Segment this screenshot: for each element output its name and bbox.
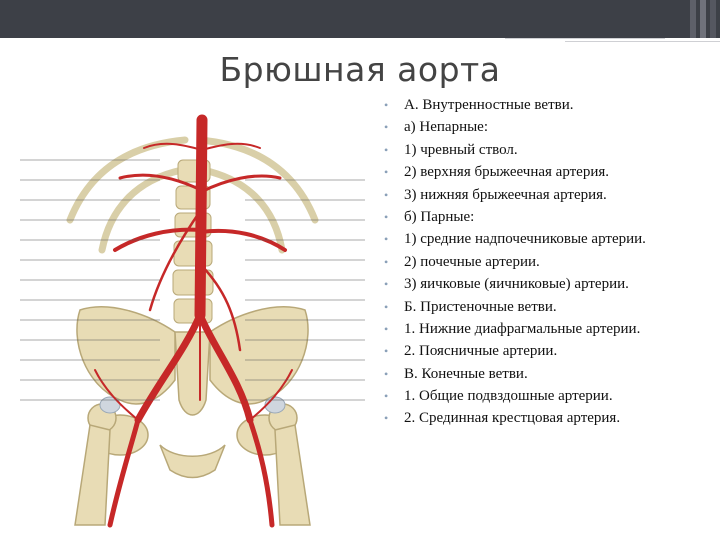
bullet-icon: • bbox=[384, 299, 389, 314]
bullet-icon: • bbox=[384, 277, 389, 292]
bullet-icon: • bbox=[384, 120, 389, 135]
bullet-icon: • bbox=[384, 411, 389, 426]
list-item-text: 1. Нижние диафрагмальные артерии. bbox=[404, 320, 641, 337]
list-item-text: 2) почечные артерии. bbox=[404, 253, 540, 270]
top-bar bbox=[0, 0, 720, 38]
list-item-text: 3) яичковые (яичниковые) артерии. bbox=[404, 276, 629, 293]
decorative-line bbox=[565, 41, 720, 42]
list-item-text: А. Внутренностные ветви. bbox=[404, 97, 574, 113]
bullet-icon: • bbox=[384, 366, 389, 381]
list-item-text: 1) средние надпочечниковые артерии. bbox=[404, 231, 646, 248]
bullet-icon: • bbox=[384, 98, 389, 112]
list-item-text: В. Конечные ветви. bbox=[404, 365, 528, 382]
slide-title: Брюшная аорта bbox=[219, 50, 501, 89]
list-item-text: 1. Общие подвздошные артерии. bbox=[404, 388, 613, 405]
list-item-text: а) Непарные: bbox=[404, 119, 489, 136]
decorative-lines bbox=[505, 38, 720, 44]
arteries bbox=[94, 114, 293, 528]
decorative-line bbox=[505, 38, 665, 39]
list-item: • 3) яичковые (яичниковые) артерии. bbox=[380, 273, 716, 295]
list-item: • 1. Общие подвздошные артерии. bbox=[380, 385, 716, 407]
top-rule bbox=[0, 38, 720, 40]
bullet-icon: • bbox=[384, 209, 389, 224]
list-item: • а) Непарные: bbox=[380, 116, 716, 138]
top-bar-stripe bbox=[700, 0, 706, 38]
aorta-illustration bbox=[20, 114, 365, 528]
list-item: • 1) средние надпочечниковые артерии. bbox=[380, 228, 716, 250]
list-item: • Б. Пристеночные ветви. bbox=[380, 296, 716, 318]
bullet-icon: • bbox=[384, 187, 389, 202]
list-item-text: 2. Срединная крестцовая артерия. bbox=[404, 410, 621, 427]
list-item-text: Б. Пристеночные ветви. bbox=[404, 298, 557, 315]
bullet-icon: • bbox=[384, 232, 389, 247]
ribs bbox=[66, 136, 319, 254]
bullet-icon: • bbox=[384, 344, 389, 359]
list-item: • 1. Нижние диафрагмальные артерии. bbox=[380, 318, 716, 340]
label-leaders bbox=[20, 159, 365, 401]
vertebrae bbox=[172, 159, 214, 324]
bullet-icon: • bbox=[384, 389, 389, 404]
list-item: • 2. Поясничные артерии. bbox=[380, 340, 716, 362]
bullet-icon: • bbox=[384, 142, 389, 157]
top-bar-stripe bbox=[690, 0, 696, 38]
list-item-text: 2) верхняя брыжеечная артерия. bbox=[404, 164, 610, 181]
top-bar-stripe bbox=[710, 0, 716, 38]
list-item: • 1) чревный ствол. bbox=[380, 139, 716, 161]
list-item: • 3) нижняя брыжеечная артерия. bbox=[380, 184, 716, 206]
list-item: • 2) почечные артерии. bbox=[380, 251, 716, 273]
list-item: • В. Конечные ветви. bbox=[380, 363, 716, 385]
list-item-text: б) Парные: bbox=[404, 208, 475, 225]
list-item: • б) Парные: bbox=[380, 206, 716, 228]
bullet-list: •А. Внутренностные ветви. •а) Непарные: … bbox=[380, 94, 716, 430]
bullet-icon: • bbox=[384, 254, 389, 269]
list-item: • А. Внутренностные ветви. bbox=[380, 94, 716, 116]
bullet-icon: • bbox=[384, 321, 389, 336]
bullet-icon: • bbox=[384, 165, 389, 180]
list-item: • 2) верхняя брыжеечная артерия. bbox=[380, 161, 716, 183]
list-item: • 2. Срединная крестцовая артерия. bbox=[380, 407, 716, 429]
list-item-text: 3) нижняя брыжеечная артерия. bbox=[404, 186, 607, 203]
list-item-text: 2. Поясничные артерии. bbox=[404, 343, 558, 360]
list-item-text: 1) чревный ствол. bbox=[404, 141, 518, 158]
